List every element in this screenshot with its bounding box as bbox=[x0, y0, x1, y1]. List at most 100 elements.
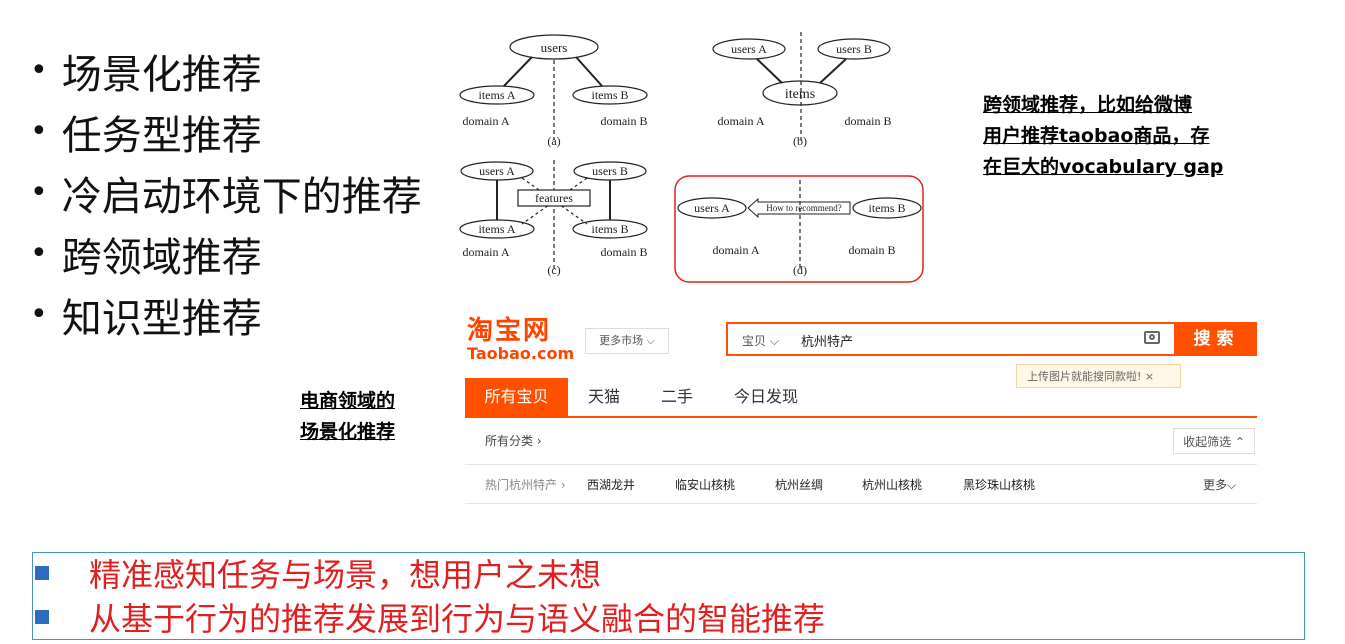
users-b-label: users B bbox=[836, 42, 872, 56]
ecommerce-note: 电商领域的 场景化推荐 bbox=[300, 386, 395, 448]
bullet-dot-icon: • bbox=[30, 297, 48, 332]
hot-item[interactable]: 杭州丝绸 bbox=[775, 478, 824, 492]
users-b-label: users B bbox=[592, 164, 628, 178]
items-b-label: items B bbox=[591, 222, 628, 236]
more-markets-dropdown[interactable]: 更多市场 ⌵ bbox=[585, 328, 669, 354]
items-a-label: items A bbox=[478, 222, 515, 236]
panel-c: users A users B items A items B features… bbox=[459, 160, 648, 277]
items-node bbox=[762, 80, 838, 106]
bullet-item: • 知识型推荐 bbox=[30, 284, 422, 345]
bullet-list: • 场景化推荐 • 任务型推荐 • 冷启动环境下的推荐 • 跨领域推荐 • 知识型推荐 bbox=[30, 40, 422, 345]
highlight-frame bbox=[674, 175, 924, 283]
panel-label: (a) bbox=[547, 134, 560, 148]
note-line: 用户推荐taobao商品，存 bbox=[983, 125, 1210, 147]
users-node bbox=[509, 34, 599, 60]
users-a-node bbox=[677, 197, 747, 219]
search-input[interactable]: 杭州特产 bbox=[801, 335, 854, 350]
tab-all-items[interactable]: 所有宝贝 bbox=[465, 378, 568, 416]
tab-today-discover[interactable]: 今日发现 bbox=[734, 387, 799, 406]
bullet-item: • 场景化推荐 bbox=[30, 40, 422, 101]
summary-line: 精准感知任务与场景，想用户之未想 bbox=[33, 553, 602, 594]
panel-label: (c) bbox=[547, 263, 560, 277]
hot-specialties-row: 热门杭州特产 › 西湖龙井 临安山核桃 杭州丝绸 杭州山核桃 黑珍珠山核桃 更多… bbox=[465, 464, 1257, 504]
panel-b: users A users B items domain A domain B … bbox=[712, 32, 892, 148]
domain-a-label: domain A bbox=[718, 114, 765, 128]
summary-box: 精准感知任务与场景，想用户之未想 从基于行为的推荐发展到行为与语义融合的智能推荐 bbox=[32, 552, 1305, 640]
users-a-node bbox=[712, 38, 786, 60]
all-categories-link[interactable]: 所有分类 › bbox=[485, 434, 542, 448]
features-label: features bbox=[535, 191, 573, 205]
arrow-left-icon bbox=[747, 197, 851, 219]
bullet-text: 知识型推荐 bbox=[61, 295, 262, 342]
square-bullet-icon bbox=[35, 610, 49, 624]
summary-text: 从基于行为的推荐发展到行为与语义融合的智能推荐 bbox=[89, 600, 826, 638]
search-category-select[interactable]: 宝贝 ⌵ bbox=[742, 334, 779, 348]
how-to-label: How to recommend? bbox=[766, 203, 841, 213]
logo-en: Taobao.com bbox=[467, 344, 575, 363]
domain-b-label: domain B bbox=[601, 114, 648, 128]
tab-secondhand[interactable]: 二手 bbox=[661, 387, 694, 406]
domain-a-label: domain A bbox=[463, 114, 510, 128]
search-bar[interactable]: 宝贝 ⌵ 杭州特产 bbox=[726, 322, 1176, 356]
cross-domain-diagram: users items A items B domain A domain B … bbox=[459, 32, 924, 283]
bullet-dot-icon: • bbox=[30, 53, 48, 88]
edge bbox=[503, 56, 533, 87]
items-b-label: items B bbox=[591, 88, 628, 102]
edge bbox=[756, 58, 783, 84]
tab-tmall[interactable]: 天猫 bbox=[588, 387, 621, 406]
panel-label: (d) bbox=[793, 263, 807, 277]
collapse-filter-button[interactable]: 收起筛选 ⌃ bbox=[1173, 428, 1255, 454]
note-line: 电商领域的 bbox=[300, 390, 396, 412]
hot-label: 热门杭州特产 › bbox=[485, 478, 566, 492]
note-line: 在巨大的vocabulary gap bbox=[983, 156, 1224, 178]
items-b-label: items B bbox=[868, 201, 905, 215]
domain-b-label: domain B bbox=[845, 114, 892, 128]
items-a-node bbox=[459, 85, 535, 105]
domain-a-label: domain A bbox=[713, 243, 760, 257]
bullet-text: 冷启动环境下的推荐 bbox=[61, 173, 422, 220]
hot-item[interactable]: 临安山核桃 bbox=[675, 478, 736, 492]
items-b-node bbox=[852, 197, 922, 219]
items-b-node bbox=[572, 85, 648, 105]
bullet-item: • 任务型推荐 bbox=[30, 101, 422, 162]
logo-cn: 淘宝网 bbox=[467, 316, 552, 346]
features-box bbox=[517, 189, 591, 207]
bullet-dot-icon: • bbox=[30, 236, 48, 271]
users-a-label: users A bbox=[694, 201, 730, 215]
edge-dashed bbox=[521, 177, 588, 225]
domain-b-label: domain B bbox=[849, 243, 896, 257]
search-button[interactable]: 搜索 bbox=[1176, 322, 1257, 356]
bullet-item: • 冷启动环境下的推荐 bbox=[30, 162, 422, 223]
summary-line: 从基于行为的推荐发展到行为与语义融合的智能推荐 bbox=[33, 597, 826, 638]
domain-a-label: domain A bbox=[463, 245, 510, 259]
note-line: 场景化推荐 bbox=[300, 421, 396, 443]
users-a-label: users A bbox=[731, 42, 767, 56]
camera-icon[interactable] bbox=[1144, 331, 1160, 344]
edge bbox=[575, 56, 603, 87]
bullet-text: 场景化推荐 bbox=[61, 51, 262, 98]
bullet-dot-icon: • bbox=[30, 175, 48, 210]
search-tabs: 所有宝贝 天猫 二手 今日发现 bbox=[465, 378, 1257, 418]
hot-item[interactable]: 西湖龙井 bbox=[587, 478, 636, 492]
edge-dashed bbox=[521, 177, 588, 225]
bullet-text: 跨领域推荐 bbox=[61, 234, 262, 281]
note-line: 跨领域推荐，比如给微博 bbox=[983, 94, 1193, 116]
bullet-text: 任务型推荐 bbox=[61, 112, 262, 159]
cross-domain-note: 跨领域推荐，比如给微博 用户推荐taobao商品，存 在巨大的vocabular… bbox=[983, 90, 1283, 183]
taobao-logo[interactable]: 淘宝网 Taobao.com bbox=[467, 316, 574, 362]
items-label: items bbox=[785, 87, 815, 102]
users-a-label: users A bbox=[479, 164, 515, 178]
users-label: users bbox=[541, 40, 568, 55]
image-search-tip[interactable]: 上传图片就能搜同款啦! × bbox=[1016, 364, 1181, 388]
taobao-search-screenshot: 淘宝网 Taobao.com 更多市场 ⌵ 宝贝 ⌵ 杭州特产 搜索 上传图片就… bbox=[465, 312, 1265, 507]
summary-text: 精准感知任务与场景，想用户之未想 bbox=[89, 556, 602, 594]
edge bbox=[819, 58, 847, 84]
items-a-label: items A bbox=[478, 88, 515, 102]
domain-b-label: domain B bbox=[601, 245, 648, 259]
panel-label: (b) bbox=[793, 134, 807, 148]
hot-item[interactable]: 杭州山核桃 bbox=[862, 478, 923, 492]
more-link[interactable]: 更多⌵ bbox=[1203, 478, 1237, 492]
hot-item[interactable]: 黑珍珠山核桃 bbox=[963, 478, 1036, 492]
panel-d: users A items B How to recommend? domain… bbox=[674, 175, 924, 283]
bullet-dot-icon: • bbox=[30, 114, 48, 149]
